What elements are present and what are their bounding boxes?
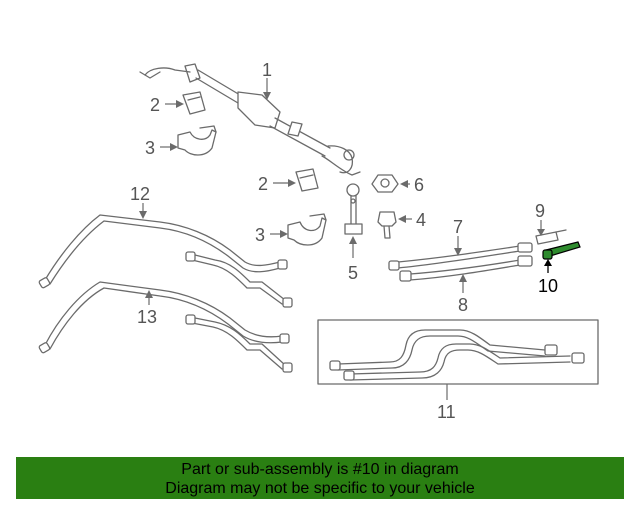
callout-7[interactable]: 7 bbox=[453, 217, 463, 237]
callout-5[interactable]: 5 bbox=[348, 263, 358, 283]
callout-1[interactable]: 1 bbox=[262, 60, 272, 80]
line-assembly-part-12[interactable] bbox=[38, 214, 293, 308]
bracket-part-3-lower[interactable] bbox=[287, 213, 327, 246]
bushing-part-2-lower[interactable] bbox=[295, 168, 319, 192]
stabilizer-link-part-5[interactable] bbox=[344, 183, 363, 235]
bolt-part-4[interactable] bbox=[377, 211, 397, 239]
callout-12[interactable]: 12 bbox=[130, 184, 150, 204]
banner-line-1: Part or sub-assembly is #10 in diagram bbox=[181, 461, 459, 478]
bushing-part-2-upper[interactable] bbox=[182, 91, 206, 115]
bracket-part-3-upper[interactable] bbox=[177, 125, 217, 156]
callout-4[interactable]: 4 bbox=[416, 210, 426, 230]
info-banner: Part or sub-assembly is #10 in diagram D… bbox=[16, 457, 624, 499]
hose-part-7[interactable] bbox=[388, 242, 533, 271]
callout-6[interactable]: 6 bbox=[414, 175, 424, 195]
leader-lines bbox=[139, 78, 552, 400]
banner-line-2: Diagram may not be specific to your vehi… bbox=[165, 480, 475, 497]
stabilizer-bar-part-1[interactable] bbox=[139, 63, 361, 176]
cooler-lines-part-11[interactable] bbox=[317, 319, 599, 385]
callout-11[interactable]: 11 bbox=[437, 402, 456, 422]
callout-8[interactable]: 8 bbox=[458, 295, 468, 315]
callout-2-lower[interactable]: 2 bbox=[258, 174, 268, 194]
callout-2-upper[interactable]: 2 bbox=[150, 95, 160, 115]
nut-part-6[interactable] bbox=[371, 174, 399, 193]
hose-clip-part-10-highlighted[interactable] bbox=[542, 241, 581, 260]
callout-13[interactable]: 13 bbox=[137, 307, 157, 327]
callout-3-upper[interactable]: 3 bbox=[145, 138, 155, 158]
parts-diagram: 1 2 3 2 6 12 9 4 7 3 5 10 8 13 11 bbox=[38, 60, 599, 422]
hose-part-8[interactable] bbox=[399, 255, 533, 282]
callout-9[interactable]: 9 bbox=[535, 201, 545, 221]
line-assembly-part-13[interactable] bbox=[38, 281, 293, 373]
callout-10[interactable]: 10 bbox=[538, 276, 558, 296]
callout-3-lower[interactable]: 3 bbox=[255, 225, 265, 245]
